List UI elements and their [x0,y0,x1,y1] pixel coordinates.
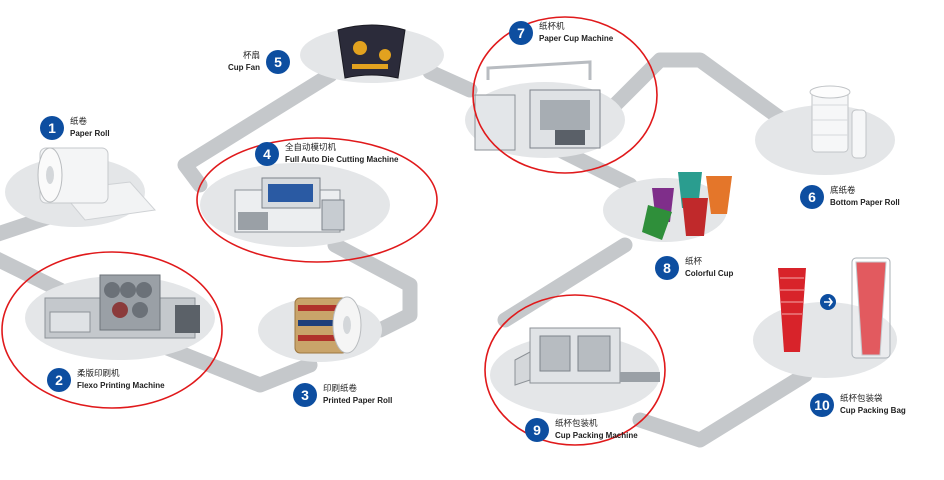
step-badge: 9 [525,418,549,442]
track-cupmachine-to-bottomroll [592,52,818,148]
step-6-label: 6 底纸卷 Bottom Paper Roll [800,185,900,209]
highlight-cup-machine [472,16,658,174]
step-title-en: Full Auto Die Cutting Machine [285,155,399,164]
step-badge: 8 [655,256,679,280]
step-title-en: Cup Fan [228,63,260,72]
step-title-en: Bottom Paper Roll [830,198,900,207]
highlight-flexo [1,251,223,409]
step-1-label: 1 纸卷 Paper Roll [40,116,110,140]
step-badge: 4 [255,142,279,166]
cup-packing-bag-image [778,257,891,359]
step-badge: 10 [810,393,834,417]
step-4-label: 4 全自动模切机 Full Auto Die Cutting Machine [255,142,398,166]
step-title-en: Colorful Cup [685,269,734,278]
step-title-zh: 纸杯机 [539,22,565,32]
step-badge: 2 [47,368,71,392]
step-title-en: Cup Packing Bag [840,406,906,415]
step-title-zh: 纸杯包装袋 [840,394,883,404]
cup-fan-image [337,24,406,79]
step-title-en: Paper Roll [70,129,110,138]
track-roll-to-printer [0,252,68,298]
paper-cup-machine-image [474,60,601,151]
step-badge: 7 [509,21,533,45]
cup-packing-machine-image [514,327,660,386]
step-badge: 1 [40,116,64,140]
paper-roll-image [37,147,156,221]
step-title-zh: 纸杯 [685,257,703,267]
conveyor-track [0,52,818,448]
step-title-zh: 印刷纸卷 [323,384,358,394]
step-title-en: Printed Paper Roll [323,396,393,405]
step-title-en: Paper Cup Machine [539,34,614,43]
flexo-printing-machine-image [44,274,200,339]
highlight-packing-machine [484,294,666,446]
step-title-en: Flexo Printing Machine [77,381,165,390]
highlight-circles [1,16,666,446]
step-badge: 3 [293,383,317,407]
track-cupfan-to-cupmachine [422,64,478,98]
step-7-label: 7 纸杯机 Paper Cup Machine [509,21,613,45]
highlight-die-cutting [196,137,438,263]
step-3-label: 3 印刷纸卷 Printed Paper Roll [293,383,392,407]
step-title-zh: 纸杯包装机 [555,419,598,429]
die-cutting-machine-image [234,177,345,233]
printed-paper-roll-image [294,296,362,354]
step-10-label: 10 纸杯包装袋 Cup Packing Bag [810,393,906,417]
step-title-zh: 杯扇 [242,51,260,61]
track-printer-to-printed-roll [152,337,318,393]
step-badge: 5 [266,50,290,74]
step-title-zh: 底纸卷 [830,186,856,196]
step-title-en: Cup Packing Machine [555,431,638,440]
step-title-zh: 纸卷 [70,117,88,127]
step-title-zh: 柔版印刷机 [77,369,120,379]
track-diecut-to-cupfan [177,67,338,193]
step-badge: 6 [800,185,824,209]
track-cupmachine-to-cups [552,142,638,193]
track-printed-roll-to-diecut [327,237,418,338]
bottom-paper-roll-image [809,85,867,159]
colorful-cups-image [642,172,732,240]
track-packer-to-bag [632,367,813,448]
step-title-zh: 全自动模切机 [285,143,337,153]
step-5-label: 杯扇 Cup Fan 5 [228,50,290,74]
step-2-label: 2 柔版印刷机 Flexo Printing Machine [47,368,165,392]
step-8-label: 8 纸杯 Colorful Cup [655,256,733,280]
step-9-label: 9 纸杯包装机 Cup Packing Machine [525,418,638,442]
